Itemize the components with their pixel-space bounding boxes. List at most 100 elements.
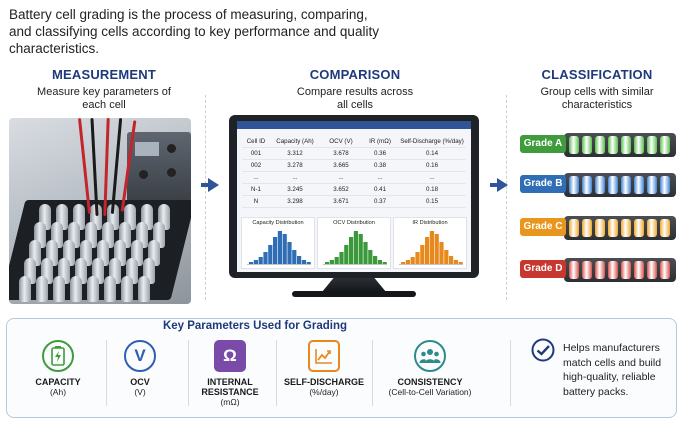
table-cell: ...	[377, 174, 383, 181]
check-circle-icon	[531, 338, 555, 362]
graded-cell	[660, 136, 670, 154]
graded-cell	[608, 219, 618, 237]
monitor-stand	[322, 278, 386, 292]
histogram-bar	[444, 250, 449, 264]
key-parameters-title: Key Parameters Used for Grading	[162, 320, 348, 332]
table-cell: 3.671	[333, 198, 349, 205]
table-cell: 3.652	[333, 186, 349, 193]
grade-a-row: Grade A	[520, 133, 676, 159]
histogram-bar	[425, 237, 430, 264]
histogram-bar	[363, 242, 368, 264]
graded-cell	[608, 136, 618, 154]
measurement-title: MEASUREMENT	[51, 67, 157, 82]
grade-c-label: Grade C	[520, 218, 566, 236]
ohm-icon: Ω	[214, 340, 246, 372]
table-cell: ...	[429, 174, 435, 181]
histogram-bar	[297, 256, 302, 264]
table-cell: ...	[253, 174, 259, 181]
histogram-bar	[401, 262, 406, 264]
graded-cell	[647, 219, 657, 237]
table-cell: N-1	[251, 186, 261, 193]
graded-cell	[595, 261, 605, 279]
graded-cell	[569, 176, 579, 194]
histogram-bar	[353, 231, 358, 264]
grade-tray	[564, 216, 676, 240]
divider-2	[506, 95, 507, 300]
table-cell: 3.298	[287, 198, 303, 205]
histogram-bar	[325, 262, 330, 264]
param-name: CONSISTENCY	[397, 377, 463, 387]
histogram-bar	[258, 257, 263, 264]
battery-cell	[121, 276, 133, 302]
histogram-title: Capacity Distribution	[252, 220, 304, 226]
histogram-bar	[249, 262, 254, 264]
table-cell: 3.245	[287, 186, 303, 193]
arrow-right-icon	[201, 178, 219, 192]
table-cell: 001	[250, 150, 262, 157]
grade-tray	[564, 133, 676, 157]
intro-text: Battery cell grading is the process of m…	[9, 7, 379, 56]
grade-tray	[564, 258, 676, 282]
param-divider	[188, 340, 189, 406]
param-unit: (mΩ)	[220, 397, 240, 407]
comparison-title: COMPARISON	[309, 67, 401, 82]
histogram-bar	[306, 262, 311, 264]
histogram-bar	[292, 250, 297, 264]
helps-text: Helps manufacturers match cells and buil…	[563, 342, 662, 398]
histogram-bar	[373, 256, 378, 264]
table-cell: 0.15	[425, 198, 439, 205]
grade-d-label: Grade D	[520, 260, 566, 278]
histogram-bar	[287, 242, 292, 264]
param-ocv: V OCV (V)	[92, 340, 188, 397]
graded-cell	[660, 261, 670, 279]
param-capacity: CAPACITY (Ah)	[10, 340, 106, 397]
histogram-bar	[253, 260, 258, 264]
graded-cell	[582, 261, 592, 279]
table-cell: N	[253, 198, 259, 205]
table-cell: 0.37	[373, 198, 387, 205]
param-consistency: CONSISTENCY (Cell-to-Cell Variation)	[378, 340, 482, 397]
graded-cell	[569, 261, 579, 279]
param-unit: (Cell-to-Cell Variation)	[388, 387, 472, 397]
trend-chart-icon	[308, 340, 340, 372]
table-cell: 0.14	[425, 150, 439, 157]
table-cell: ...	[292, 174, 298, 181]
tester-knob	[167, 168, 176, 177]
graded-cell	[634, 219, 644, 237]
histogram-bars	[247, 231, 311, 265]
classification-title: CLASSIFICATION	[541, 67, 653, 82]
graded-cell	[595, 219, 605, 237]
param-self-discharge: SELF-DISCHARGE (%/day)	[276, 340, 372, 397]
tester-knob	[139, 170, 148, 179]
comparison-subtitle: Compare results across all cells	[296, 86, 414, 111]
arrow-right-icon	[490, 178, 508, 192]
graded-cell	[634, 136, 644, 154]
histogram-bar	[268, 245, 273, 264]
key-parameters-panel	[6, 318, 677, 418]
table-cell: 0.18	[425, 186, 439, 193]
measurement-subtitle: Measure key parameters of each cell	[37, 86, 171, 111]
histogram-bar	[377, 260, 382, 264]
param-divider	[276, 340, 277, 406]
param-name: CAPACITY	[35, 377, 81, 387]
graded-cell	[595, 176, 605, 194]
tester-knob	[167, 144, 176, 153]
histogram-bar	[415, 252, 420, 264]
histogram-bar	[263, 252, 268, 264]
histogram-bar	[429, 231, 434, 264]
battery-cell	[19, 276, 31, 302]
people-group-icon	[414, 340, 446, 372]
monitor-base	[292, 291, 416, 297]
histogram-bars	[323, 231, 387, 265]
histogram-bar	[344, 245, 349, 264]
param-internal-resistance: Ω INTERNAL RESISTANCE (mΩ)	[182, 340, 278, 407]
tester-device	[127, 132, 191, 202]
column-header: Cell ID	[246, 138, 266, 145]
table-row: 002 3.278 3.665 0.38 0.16	[242, 160, 466, 172]
graded-cell	[582, 219, 592, 237]
battery-cell	[70, 276, 82, 302]
grade-tray	[564, 173, 676, 197]
param-unit: (%/day)	[309, 387, 339, 397]
param-divider	[510, 340, 511, 406]
table-row: N-1 3.245 3.652 0.41 0.18	[242, 184, 466, 196]
